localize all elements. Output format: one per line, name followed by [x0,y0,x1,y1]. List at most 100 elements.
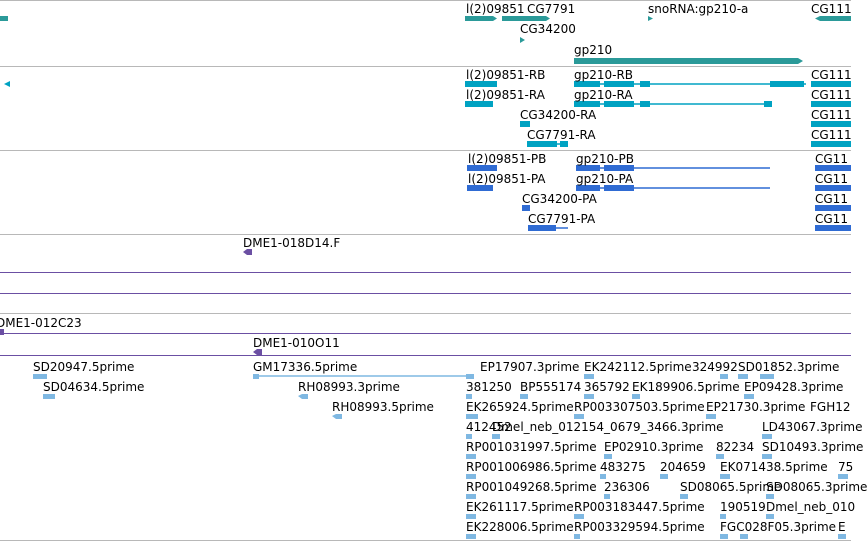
gene-label: gp210 [574,43,613,57]
mrna-cg111-feature[interactable] [811,81,851,147]
mrna-cg7791-ra-feature[interactable] [527,141,568,147]
cds-label: CG34200-PA [522,192,597,206]
clone-010o11-feature[interactable] [253,349,262,355]
est-label: SD10493.3prime [762,440,864,454]
cds-gp210-pa-feature[interactable] [576,185,770,191]
clone-line [0,333,851,334]
gene-cg34200-feature[interactable] [520,37,525,43]
clone-012c23-feature[interactable] [0,329,4,335]
est-track [33,374,848,539]
cds-cg7791-pa-feature[interactable] [528,225,568,231]
cds-label: CG7791-PA [528,212,596,226]
est-label: 324992 [692,360,738,374]
cds-gp210-pb-feature[interactable] [576,165,770,171]
cds-track [467,165,851,231]
clone-track [0,249,262,355]
cds-l209851-pa-feature[interactable] [467,185,493,191]
cds-l209851-pb-feature[interactable] [467,165,497,171]
mrna-track [4,81,851,147]
est-label: 381250 [466,380,512,394]
est-label: 412452 [466,420,512,434]
clone-label: DME1-018D14.F [243,236,341,250]
gene-l209851-feature[interactable] [465,16,497,21]
mrna-label: CG111 [811,108,852,122]
est-label: SD08065.5prime [680,480,782,494]
est-label: 75 [838,460,854,474]
est-label: EK265924.5prime [466,400,574,414]
mrna-label: CG34200-RA [520,108,597,122]
cds-label: l(2)09851-PB [468,152,547,166]
gene-cg111-feature[interactable] [815,16,851,21]
est-label: Dmel_neb_012154_0679_3466.3prime [492,420,724,434]
mrna-gp210-ra-feature[interactable] [574,101,772,107]
est-label: 204659 [660,460,706,474]
est-label: RH08993.5prime [332,400,434,414]
est-label: 483275 [600,460,646,474]
est-label: Dmel_neb_010 [766,500,856,514]
est-label: FGC028F05.3prime [720,520,837,534]
mrna-label: gp210-RB [574,68,634,82]
mrna-label: CG7791-RA [527,128,596,142]
clone-018d14-feature[interactable] [243,249,252,255]
track-separator [0,0,851,1]
est-features[interactable] [33,374,848,539]
gene-label: CG7791 [527,2,576,16]
gene-label: CG34200 [520,22,576,36]
track-separator [0,234,851,235]
mrna-gp210-rb-feature[interactable] [574,81,806,87]
track-separator [0,150,851,151]
gene-cg7791-feature[interactable] [502,16,550,21]
est-label: SD04634.5prime [43,380,145,394]
track-separator [0,540,851,541]
gene-feature[interactable] [0,16,8,21]
est-label: BP555174 [520,380,582,394]
mrna-label: gp210-RA [574,88,633,102]
mrna-cg34200-ra-feature[interactable] [520,121,530,127]
est-label: EK071438.5prime [720,460,828,474]
mrna-label: CG111 [811,68,852,82]
est-label: EK189906.5prime [632,380,740,394]
mrna-l209851-ra-feature[interactable] [465,101,493,107]
est-label: 365792 [584,380,630,394]
gene-snorna-feature[interactable] [648,16,653,21]
cds-cg34200-pa-feature[interactable] [522,205,530,211]
cds-label: CG11 [815,172,848,186]
est-label: EP17907.3prime [480,360,580,374]
est-label: LD43067.3prime [762,420,863,434]
gene-label: snoRNA:gp210-a [648,2,749,16]
est-label: EK242112.5prime [584,360,692,374]
mrna-label: CG111 [811,128,852,142]
gene-label: CG111 [811,2,852,16]
mrna-l209851-rb-feature[interactable] [465,81,497,87]
est-label: EP09428.3prime [744,380,844,394]
cds-label: gp210-PA [576,172,634,186]
mrna-label: l(2)09851-RA [466,88,545,102]
est-label: EK228006.5prime [466,520,574,534]
cds-cg11-feature[interactable] [815,165,851,231]
est-label: RP001049268.5prime [466,480,597,494]
clone-label: DME1-012C23 [0,316,82,330]
cds-label: CG11 [815,212,848,226]
clone-label: DME1-010O11 [253,336,340,350]
gene-gp210-feature[interactable] [574,58,803,64]
mrna-feature[interactable] [4,81,10,87]
track-separator [0,66,851,67]
track-separator [0,313,851,314]
clone-line [0,355,851,356]
est-label: SD01852.3prime [738,360,840,374]
est-label: SD08065.3prime [766,480,867,494]
est-label: RP003183447.5prime [574,500,705,514]
mrna-label: l(2)09851-RB [466,68,546,82]
cds-label: l(2)09851-PA [468,172,546,186]
est-label: FGH12 [810,400,851,414]
est-label: RP001006986.5prime [466,460,597,474]
est-label: 190519 [720,500,766,514]
cds-label: CG11 [815,192,848,206]
cds-label: gp210-PB [576,152,634,166]
est-label: RH08993.3prime [298,380,400,394]
est-label: 82234 [716,440,755,454]
clone-line [0,293,851,294]
gene-label: l(2)09851 [466,2,525,16]
est-label: SD20947.5prime [33,360,135,374]
